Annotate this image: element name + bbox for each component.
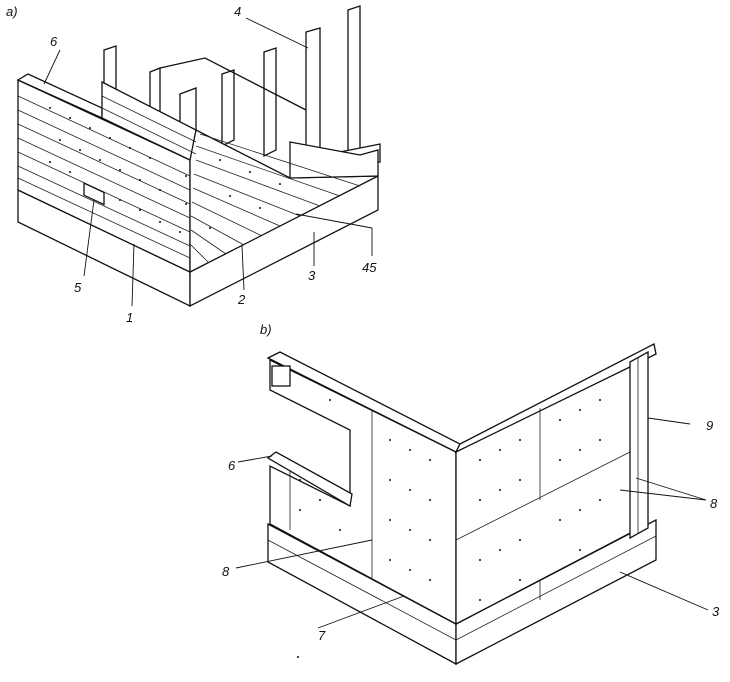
callout-1-a: 1: [126, 310, 133, 325]
opening-5: [83, 182, 105, 206]
callout-3-b: 3: [712, 604, 720, 619]
end-stud-9: [629, 350, 649, 540]
leaders-a: [43, 17, 373, 307]
callout-9-b: 9: [706, 418, 713, 433]
nail-marks-a: [49, 107, 281, 233]
side-board-lines: [189, 133, 361, 263]
panel-joints-b: [289, 408, 631, 600]
corner-block: [271, 365, 291, 387]
callout-4-a: 4: [234, 4, 241, 19]
stray-mark: [297, 656, 299, 658]
callout-6-a: 6: [50, 34, 58, 49]
callout-labels-b: b) 3 6 7 8 8 9: [222, 322, 720, 643]
callout-3-a: 3: [308, 268, 316, 283]
window-sill-6: [266, 451, 353, 508]
figure-a: a) 1 2 3 4 5 6 45: [6, 4, 381, 325]
top-plate-right-b: [454, 343, 657, 454]
figure-b: b) 3 6 7 8 8 9: [222, 322, 720, 666]
callout-8-left-b: 8: [222, 564, 230, 579]
callout-5-a: 5: [74, 280, 82, 295]
callout-6-b: 6: [228, 458, 236, 473]
callout-45-a: 45: [362, 260, 377, 275]
panel-label-b: b): [260, 322, 272, 337]
callout-7-b: 7: [318, 628, 326, 643]
panel-label-a: a): [6, 4, 18, 19]
leaders-b: [235, 417, 709, 629]
callout-labels-a: a) 1 2 3 4 5 6 45: [6, 4, 377, 325]
callout-8-right-b: 8: [710, 496, 718, 511]
nail-marks-b: [299, 399, 601, 601]
callout-2-a: 2: [237, 292, 246, 307]
